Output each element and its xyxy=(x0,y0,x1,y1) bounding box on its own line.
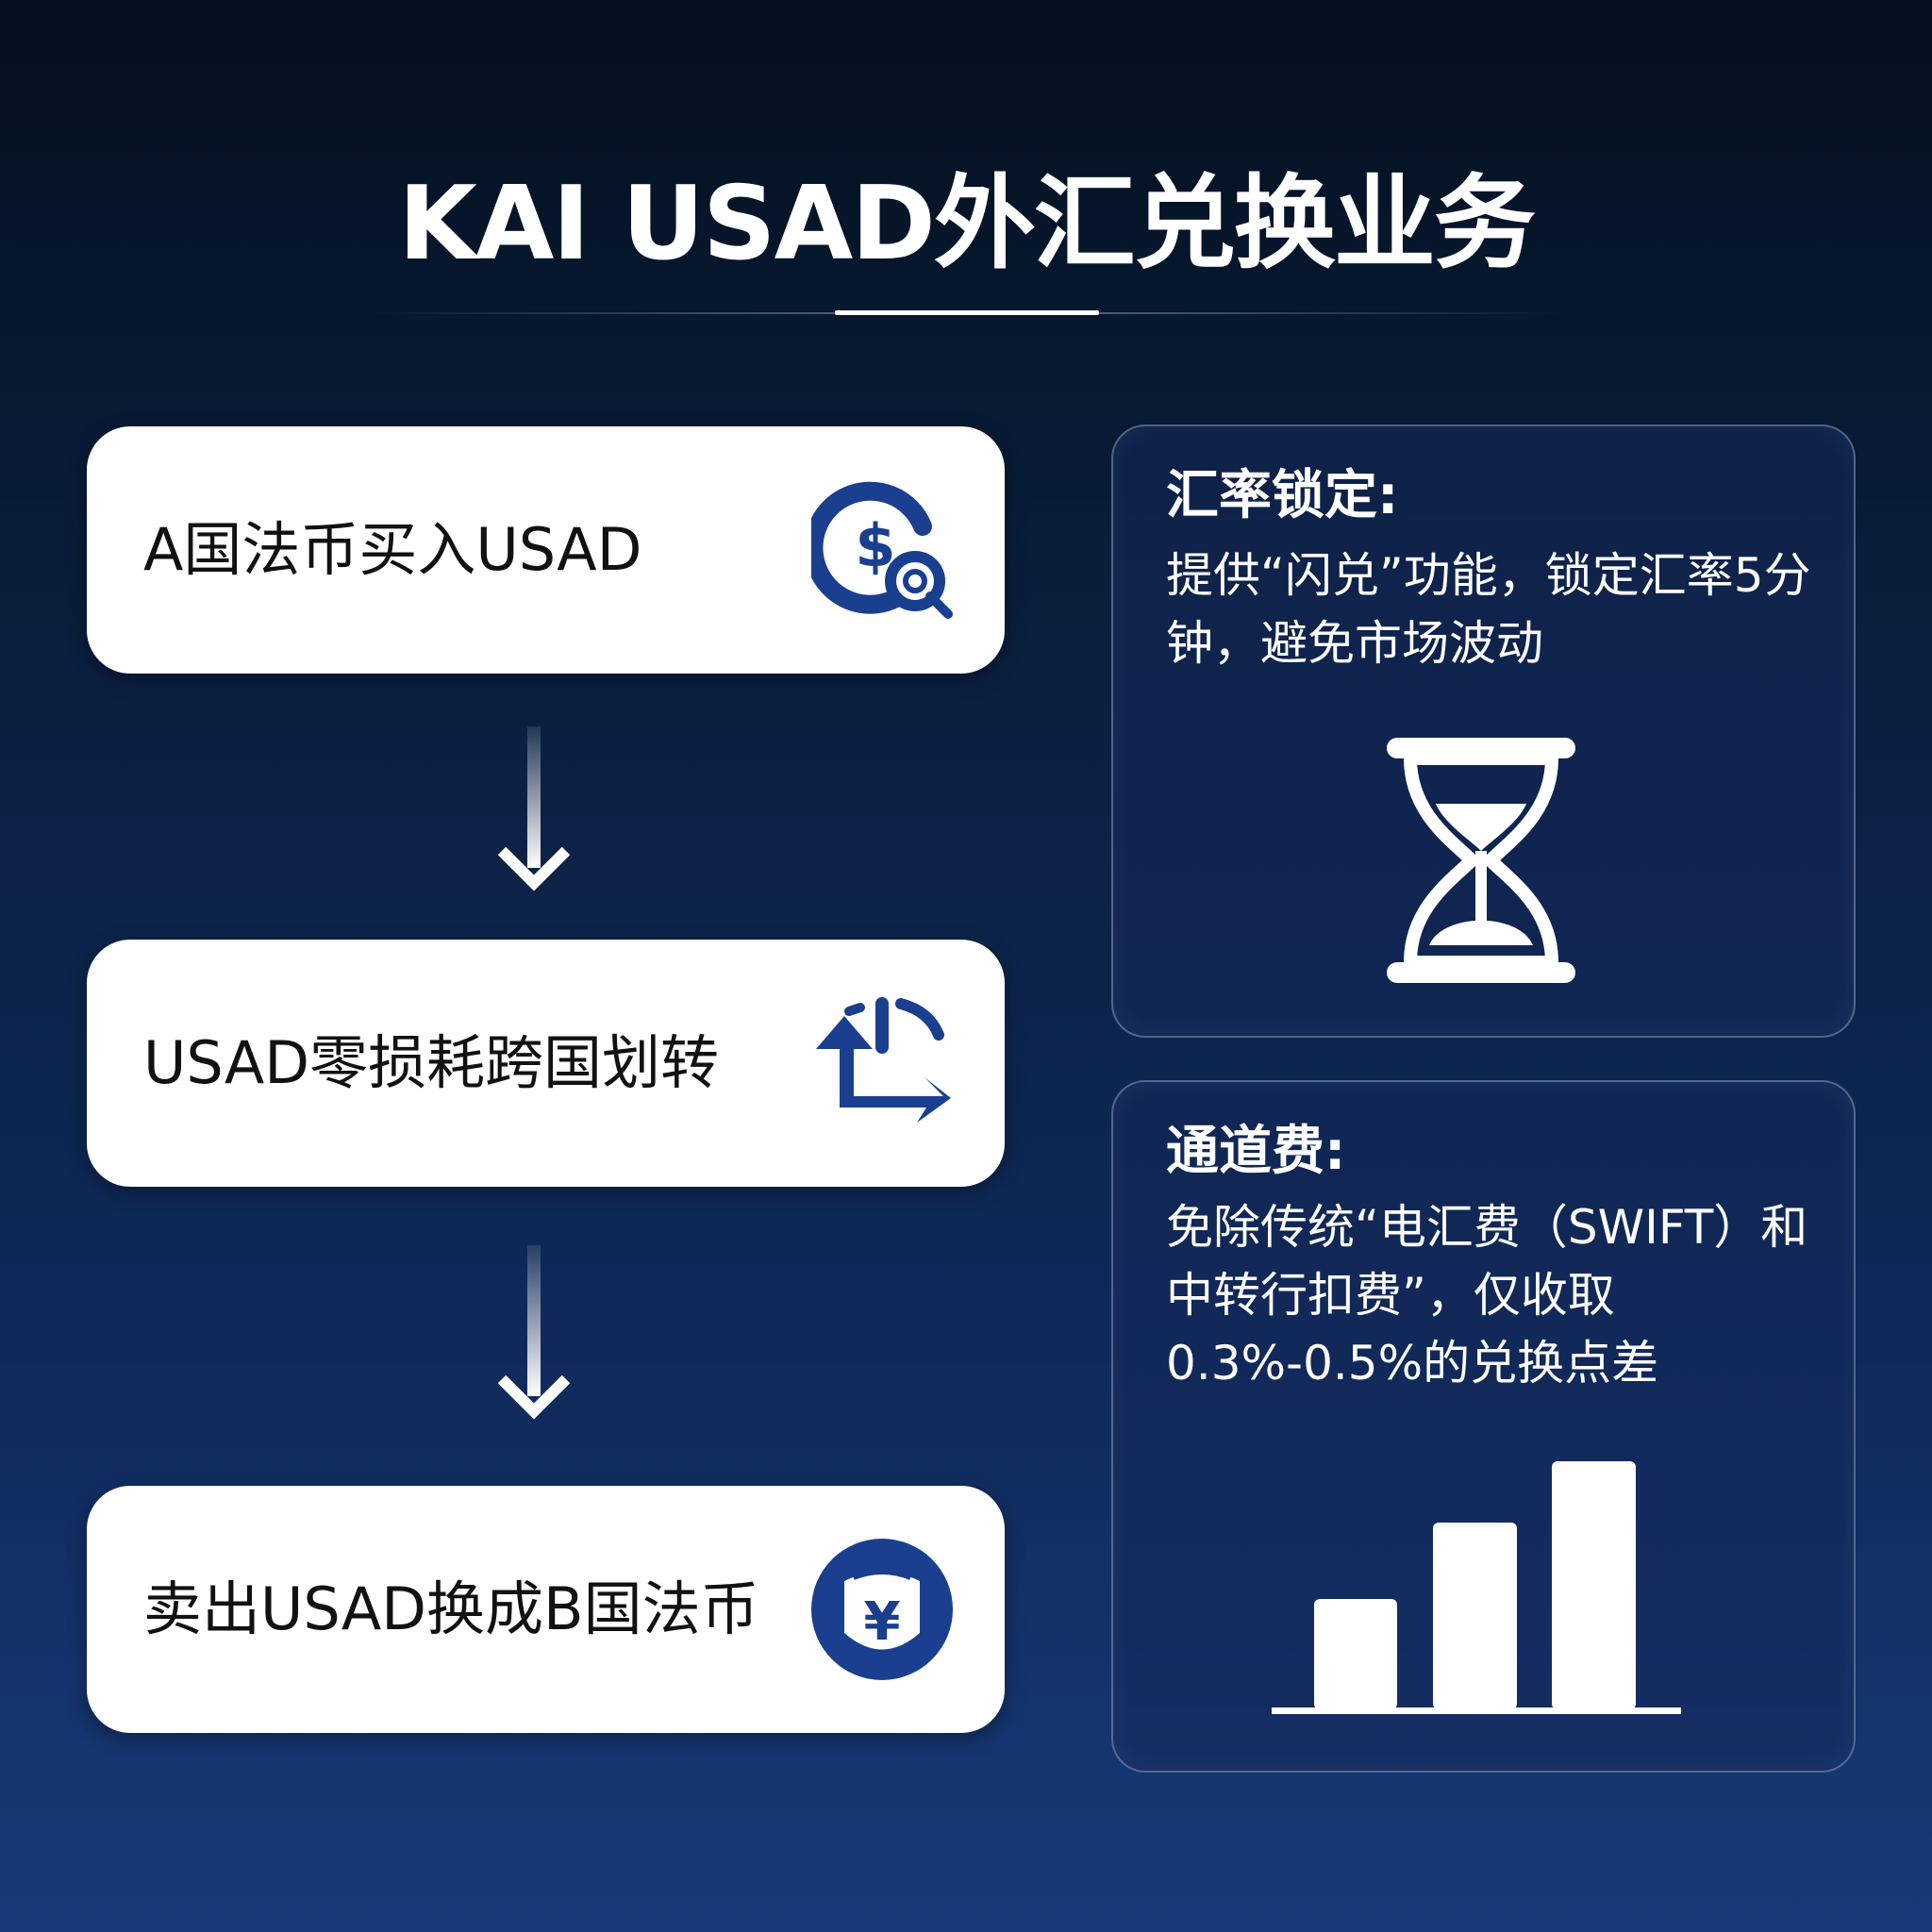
panel-body: 提供“闪兑”功能，锁定汇率5分钟，避免市场波动 xyxy=(1166,548,1811,671)
step-card-buy: A国法币买入USAD $ xyxy=(87,426,1005,674)
rate-lock-panel: 汇率锁定: 提供“闪兑”功能，锁定汇率5分钟，避免市场波动 xyxy=(1111,425,1856,1038)
step-label: USAD零损耗跨国划转 xyxy=(143,1028,720,1097)
arrow-down-icon xyxy=(497,726,571,891)
panel-heading: 汇率锁定: xyxy=(1166,465,1399,526)
transfer-arrows-icon xyxy=(816,997,951,1123)
svg-text:¥: ¥ xyxy=(864,1591,901,1653)
step-card-transfer: USAD零损耗跨国划转 xyxy=(87,940,1005,1187)
bar-large xyxy=(1552,1461,1636,1709)
dollar-search-icon: $ xyxy=(811,481,953,619)
bar-medium xyxy=(1433,1523,1517,1709)
bar-small xyxy=(1314,1599,1397,1709)
step-label: A国法币买入USAD xyxy=(143,515,642,584)
panel-body: 免除传统“电汇费（SWIFT）和中转行扣费”，仅收取0.3%-0.5%的兑换点差 xyxy=(1166,1200,1808,1391)
arrow-down-icon xyxy=(497,1245,571,1420)
step-label: 卖出USAD换成B国法币 xyxy=(143,1574,759,1643)
channel-fee-panel: 通道费: 免除传统“电汇费（SWIFT）和中转行扣费”，仅收取0.3%-0.5%… xyxy=(1111,1080,1856,1773)
yuan-shield-icon: ¥ xyxy=(811,1539,953,1680)
panel-heading: 通道费: xyxy=(1166,1121,1346,1182)
bar-chart-icon xyxy=(1272,1461,1681,1714)
baseline xyxy=(1272,1707,1681,1714)
page-title: KAI USAD外汇兑换业务 xyxy=(398,165,1536,283)
step-card-sell: 卖出USAD换成B国法币 ¥ xyxy=(87,1486,1005,1733)
title-underline xyxy=(835,310,1099,315)
hourglass-icon xyxy=(1387,738,1575,983)
